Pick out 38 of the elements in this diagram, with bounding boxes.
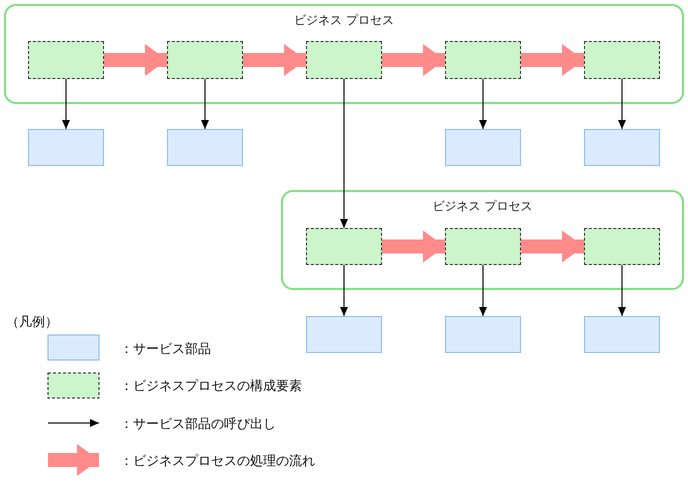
call-arrow	[340, 78, 348, 228]
process-box	[281, 190, 684, 290]
component-box	[445, 228, 521, 265]
process-box	[4, 4, 684, 104]
flow-arrow	[521, 230, 584, 262]
call-arrow	[479, 78, 487, 130]
flow-arrow	[521, 44, 584, 76]
component-box	[306, 228, 382, 265]
legend-text: ：サービス部品の呼び出し	[120, 416, 276, 433]
process-title: ビジネス プロセス	[294, 13, 394, 27]
service-box	[445, 129, 521, 166]
flow-arrow	[382, 230, 445, 262]
call-arrow	[201, 78, 209, 130]
flow-arrow	[243, 44, 306, 76]
service-box	[306, 316, 382, 353]
process-title: ビジネス プロセス	[432, 199, 532, 213]
call-arrow	[479, 264, 487, 316]
call-arrow	[62, 78, 70, 130]
component-box	[445, 41, 521, 79]
legend-text: ：サービス部品	[120, 341, 211, 358]
component-box	[584, 228, 660, 265]
component-box	[584, 41, 660, 79]
component-box	[28, 41, 104, 79]
legend-heading: （凡例）	[6, 314, 58, 331]
component-box	[306, 41, 382, 79]
component-box	[167, 41, 243, 79]
flow-arrow	[104, 44, 167, 76]
call-arrow	[340, 264, 348, 316]
flow-arrow	[382, 44, 445, 76]
service-box	[167, 129, 243, 166]
call-arrow	[618, 264, 626, 316]
legend-text: ：ビジネスプロセスの処理の流れ	[120, 453, 315, 470]
legend-text: ：ビジネスプロセスの構成要素	[120, 378, 302, 395]
service-box	[584, 316, 660, 353]
service-box	[584, 129, 660, 166]
service-box	[28, 129, 104, 166]
service-box	[445, 316, 521, 353]
call-arrow	[618, 78, 626, 130]
